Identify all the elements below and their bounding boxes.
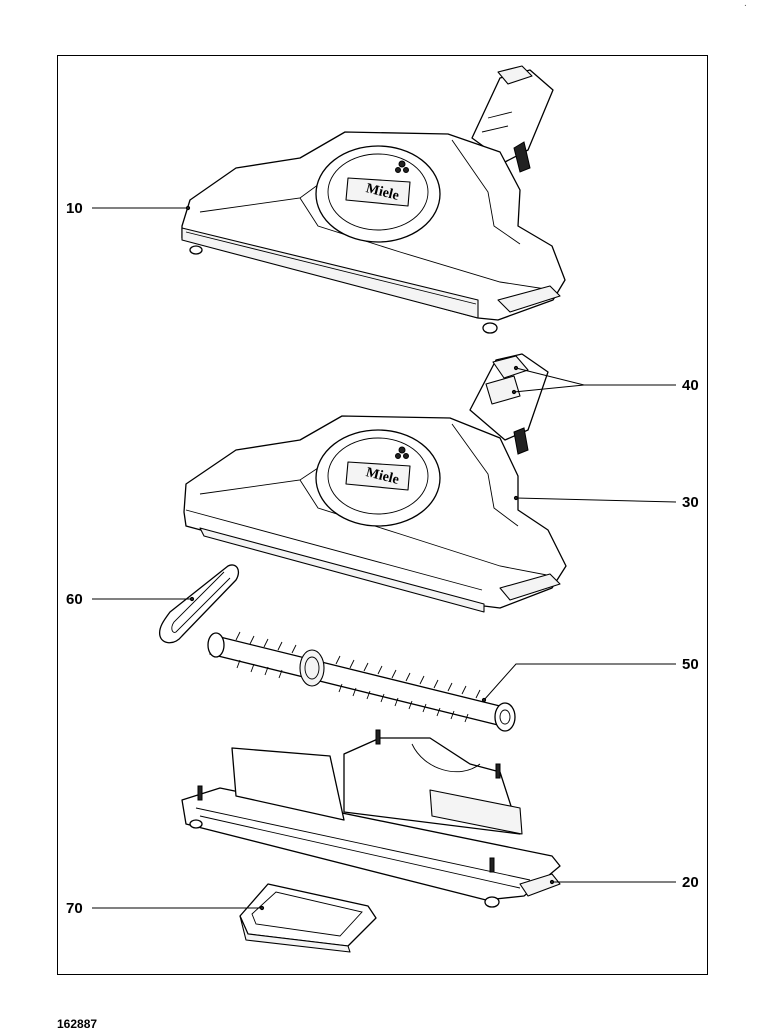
part-10-assembled-brush: [181, 65, 566, 334]
callout-50: 50: [682, 656, 699, 673]
part-70-sole-plate: [239, 883, 377, 953]
part-60-drive-belt: [158, 564, 240, 644]
diagram-frame: [57, 55, 708, 975]
callout-10: 10: [66, 200, 83, 217]
callout-40: 40: [682, 377, 699, 394]
callout-60: 60: [66, 591, 83, 608]
callout-20: 20: [682, 874, 699, 891]
part-20-base-plate: [181, 729, 561, 908]
leader-lines: [92, 205, 677, 911]
callout-70: 70: [66, 900, 83, 917]
part-50-brush-roller: [207, 631, 516, 732]
callout-30: 30: [682, 494, 699, 511]
corner-mark: .: [744, 0, 747, 9]
part-30-upper-housing: [183, 353, 567, 613]
document-number: 162887: [57, 1017, 98, 1031]
